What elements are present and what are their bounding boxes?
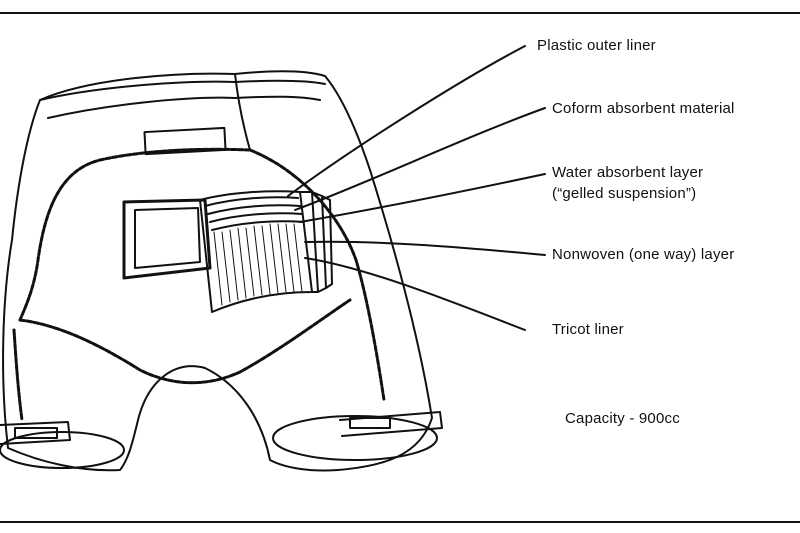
leader-nonwoven xyxy=(304,240,546,256)
waistband-inner xyxy=(47,95,321,119)
label-patch xyxy=(143,126,227,156)
pad-seam-lower xyxy=(18,298,352,385)
leader-tricot-liner xyxy=(304,257,526,331)
pad-seam-right xyxy=(248,148,386,402)
left-cuff-tab xyxy=(14,427,58,439)
cutaway-inner xyxy=(134,207,201,269)
label-nonwoven-layer: Nonwoven (one way) layer xyxy=(552,246,735,263)
waistband xyxy=(39,79,326,101)
pad-seam xyxy=(18,147,252,322)
right-cuff-band xyxy=(339,411,443,437)
label-tricot-liner: Tricot liner xyxy=(552,321,624,338)
label-water-absorbent-line2: (“gelled suspension”) xyxy=(552,185,697,202)
right-leg-opening xyxy=(272,415,438,461)
right-cuff-tab xyxy=(349,417,391,429)
center-seam xyxy=(234,73,251,151)
bottom-border xyxy=(0,521,800,523)
leader-coform-absorbent xyxy=(294,107,546,211)
top-border xyxy=(0,12,800,14)
label-coform-absorbent: Coform absorbent material xyxy=(552,100,735,117)
label-plastic-outer-liner: Plastic outer liner xyxy=(537,37,656,54)
left-cuff-band xyxy=(0,421,71,445)
cutaway-window xyxy=(122,198,212,280)
left-side-seam xyxy=(12,328,24,422)
label-water-absorbent-line1: Water absorbent layer xyxy=(552,164,704,181)
layered-pad xyxy=(199,190,333,313)
leader-water-absorbent xyxy=(299,173,546,223)
garment-outline xyxy=(2,70,433,472)
left-leg-opening xyxy=(0,431,125,469)
capacity-text: Capacity - 900cc xyxy=(565,410,680,427)
leader-plastic-outer-liner xyxy=(287,45,526,197)
